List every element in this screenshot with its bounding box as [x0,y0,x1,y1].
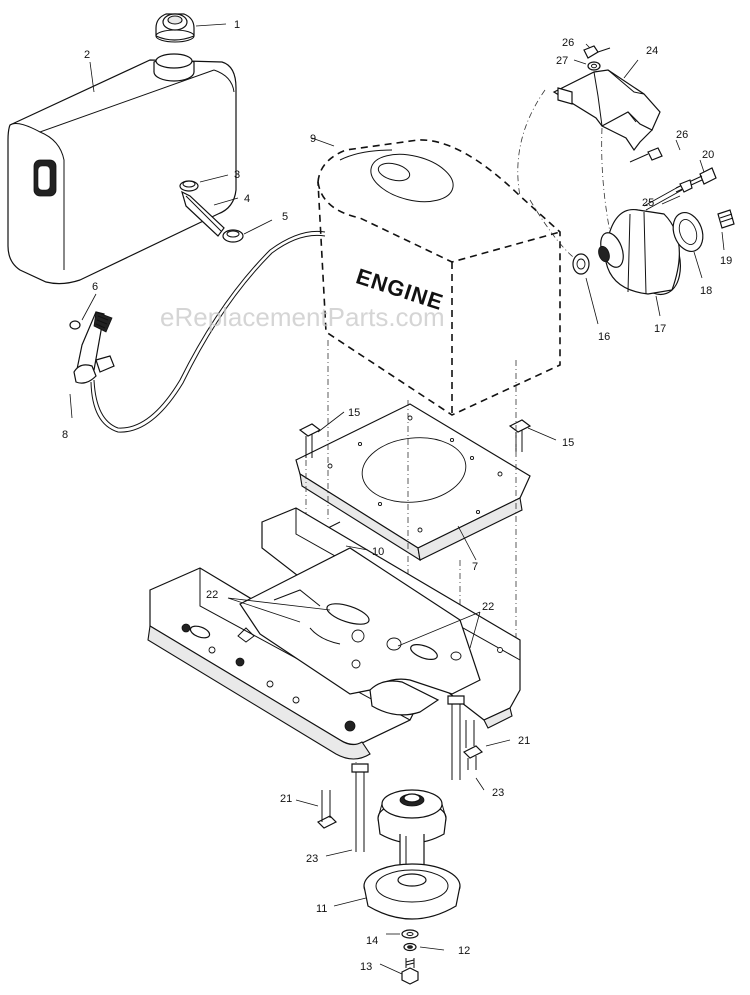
callout-22-left: 22 [206,589,218,601]
callout-15-left: 15 [348,407,360,419]
callout-25: 25 [642,197,654,209]
callout-27: 27 [556,55,568,67]
bracket-washer[interactable] [587,61,601,71]
fuel-tank[interactable] [7,53,237,285]
watermark-text: eReplacementParts.com [160,302,445,332]
air-cleaner-bracket[interactable] [552,69,661,152]
pulley-washer[interactable] [401,929,419,939]
callout-13: 13 [360,961,372,973]
engine-mount-plate[interactable] [295,403,531,562]
bracket-bolt-side[interactable] [629,147,663,163]
pulley-stud-right[interactable] [447,695,465,780]
callout-20: 20 [702,149,714,161]
callout-3: 3 [234,169,240,181]
callout-4: 4 [244,193,250,205]
bracket-bolt-top[interactable] [583,45,611,59]
engine-pulley[interactable] [363,789,461,920]
callout-10: 10 [372,546,384,558]
callout-2: 2 [84,49,90,61]
throttle-control[interactable] [69,311,115,384]
callout-6: 6 [92,281,98,293]
engine-mount-bolt-right[interactable] [508,419,532,452]
callout-labels: 1 2 3 4 5 6 7 8 9 10 11 12 13 14 15 15 1… [62,19,732,973]
callout-26-side: 26 [676,129,688,141]
callout-1: 1 [234,19,240,31]
callout-12: 12 [458,945,470,957]
frame-rails[interactable] [147,507,521,760]
pulley-bolt-right[interactable] [462,720,484,770]
callout-7: 7 [472,561,478,573]
air-cleaner-screw[interactable] [643,179,693,211]
callout-23-right: 23 [492,787,504,799]
callout-26-top: 26 [562,37,574,49]
air-cleaner-knob[interactable] [717,209,735,229]
callout-8: 8 [62,429,68,441]
callout-18: 18 [700,285,712,297]
callout-14: 14 [366,935,378,947]
phantom-lines [517,89,611,263]
callout-9: 9 [310,133,316,145]
air-cleaner-gasket[interactable] [668,208,708,255]
fuel-cap[interactable] [155,13,195,43]
throttle-cable [93,230,326,429]
callout-16: 16 [598,331,610,343]
callout-11: 11 [316,903,327,915]
callout-21-left: 21 [280,793,292,805]
callout-21-right: 21 [518,735,530,747]
callout-5: 5 [282,211,288,223]
callout-24: 24 [646,45,658,57]
air-cleaner-body[interactable] [596,206,690,303]
pulley-bolt-left[interactable] [316,790,338,829]
pulley-bolt[interactable] [401,958,419,985]
pulley-lock-washer[interactable] [403,942,417,952]
callout-23-left: 23 [306,853,318,865]
pulley-stud-left[interactable] [351,763,369,852]
engine-outline [317,139,561,416]
callout-22-right: 22 [482,601,494,613]
fuel-line[interactable] [179,180,244,243]
callout-17: 17 [654,323,666,335]
callout-19: 19 [720,255,732,267]
callout-15-right: 15 [562,437,574,449]
leader-lines [69,23,725,975]
air-cleaner-seal[interactable] [572,253,590,275]
